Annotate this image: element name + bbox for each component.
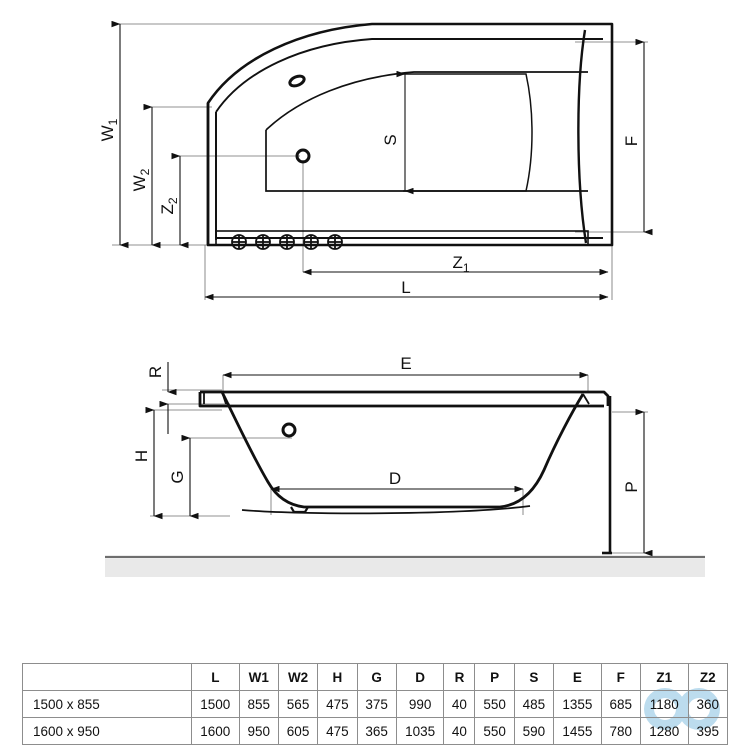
table-header-cell-s: S xyxy=(513,663,555,691)
jet-nozzle-icon xyxy=(303,234,319,250)
left-wall xyxy=(206,103,217,245)
table-cell-p: 550 xyxy=(474,690,515,718)
top-view-extension-lines xyxy=(112,23,648,300)
table-cell-h: 475 xyxy=(317,690,358,718)
table-cell-z1: 1280 xyxy=(639,717,689,745)
side-view-dimension-lines xyxy=(145,362,653,557)
table-header-cell-w2: W2 xyxy=(277,663,319,691)
table-header-cell-e: E xyxy=(553,663,602,691)
table-header-cell-h: H xyxy=(317,663,358,691)
floor-line xyxy=(105,555,705,577)
dimension-label-p: P xyxy=(622,481,641,492)
table-cell-e: 1355 xyxy=(553,690,602,718)
technical-drawing: W1 W2 Z2 F S Z1 L xyxy=(98,20,705,577)
tub-inner-bottom-line xyxy=(241,505,531,515)
jet-strip xyxy=(215,230,589,246)
rim-wedges xyxy=(203,391,590,405)
table-cell-z1: 1180 xyxy=(639,690,689,718)
dimension-label-z2: Z2 xyxy=(158,197,180,214)
table-cell-w2: 605 xyxy=(277,717,319,745)
inner-seat-outline xyxy=(403,73,533,192)
table-header-cell-z1: Z1 xyxy=(639,663,689,691)
table-header-cell-z2: Z2 xyxy=(687,663,729,691)
dimension-label-h: H xyxy=(132,450,151,462)
overflow-hole-side-icon xyxy=(281,422,297,438)
table-cell-r: 40 xyxy=(443,717,476,745)
table-cell-h: 475 xyxy=(317,717,358,745)
table-cell-f: 780 xyxy=(600,717,641,745)
table-header-row: L W1 W2 H G D R P S E F Z1 Z2 xyxy=(22,663,729,691)
dimension-label-l: L xyxy=(401,278,410,297)
table-header-cell-f: F xyxy=(600,663,641,691)
table-cell-l: 1500 xyxy=(191,690,240,718)
table-cell-e: 1455 xyxy=(553,717,602,745)
table-cell-s: 590 xyxy=(513,717,555,745)
jet-nozzle-icon xyxy=(279,234,295,250)
tub-profile xyxy=(198,390,610,509)
table-cell-d: 1035 xyxy=(395,717,445,745)
side-view-dimension-labels: R H G E D P xyxy=(132,354,641,493)
table-header-cell-w1: W1 xyxy=(238,663,279,691)
basin-outline xyxy=(265,71,588,192)
table-cell-f: 685 xyxy=(600,690,641,718)
dimension-label-d: D xyxy=(389,469,401,488)
dimension-label-z1: Z1 xyxy=(452,253,469,275)
table-cell-z2: 360 xyxy=(687,690,729,718)
spec-table: L W1 W2 H G D R P S E F Z1 Z2 1500 x 8 xyxy=(22,663,729,745)
table-cell-g: 375 xyxy=(356,690,397,718)
overflow-hole-icon xyxy=(288,74,306,88)
table-cell-s: 485 xyxy=(513,690,555,718)
side-view-group: R H G E D P xyxy=(105,354,705,577)
table-cell-l: 1600 xyxy=(191,717,240,745)
table-cell-size: 1500 x 855 xyxy=(22,690,192,718)
table-row: 1600 x 950 1600 950 605 475 365 1035 40 … xyxy=(22,717,729,745)
dimension-label-f: F xyxy=(622,136,641,146)
table-header-cell-r: R xyxy=(443,663,476,691)
table-cell-w1: 950 xyxy=(238,717,279,745)
right-edge-curve xyxy=(577,29,588,244)
jet-nozzle-icon xyxy=(255,234,271,250)
table-cell-g: 365 xyxy=(356,717,397,745)
table-cell-r: 40 xyxy=(443,690,476,718)
dimension-label-w2: W2 xyxy=(130,168,152,191)
jet-nozzle-icon xyxy=(231,234,247,250)
table-cell-size: 1600 x 950 xyxy=(22,717,192,745)
table-header-cell-d: D xyxy=(395,663,445,691)
drain-hole-icon xyxy=(295,148,311,164)
bathtub-outline xyxy=(206,22,614,247)
top-view-group: W1 W2 Z2 F S Z1 L xyxy=(98,20,653,301)
top-view-dimension-labels: W1 W2 Z2 F S Z1 L xyxy=(98,118,641,297)
drain-notch xyxy=(290,506,309,514)
dimension-label-w1: W1 xyxy=(98,118,120,141)
table-cell-p: 550 xyxy=(474,717,515,745)
table-cell-w1: 855 xyxy=(238,690,279,718)
jet-nozzle-icon xyxy=(327,234,343,250)
dimension-label-s: S xyxy=(381,134,400,145)
dimension-label-e: E xyxy=(400,354,411,373)
table-header-cell-l: L xyxy=(191,663,240,691)
table-header-cell-size xyxy=(22,663,192,691)
top-view-dimension-lines xyxy=(111,20,653,301)
rim-inner-line xyxy=(215,38,603,239)
table-header-cell-p: P xyxy=(474,663,515,691)
table-row: 1500 x 855 1500 855 565 475 375 990 40 5… xyxy=(22,690,729,718)
support-leg xyxy=(602,396,612,555)
table-cell-z2: 395 xyxy=(687,717,729,745)
table-header-cell-g: G xyxy=(356,663,397,691)
spec-table-container: L W1 W2 H G D R P S E F Z1 Z2 1500 x 8 xyxy=(22,663,729,745)
table-cell-d: 990 xyxy=(395,690,445,718)
dimension-label-g: G xyxy=(168,470,187,483)
table-cell-w2: 565 xyxy=(277,690,319,718)
dimension-label-r: R xyxy=(146,366,165,378)
jet-nozzles xyxy=(231,234,343,250)
